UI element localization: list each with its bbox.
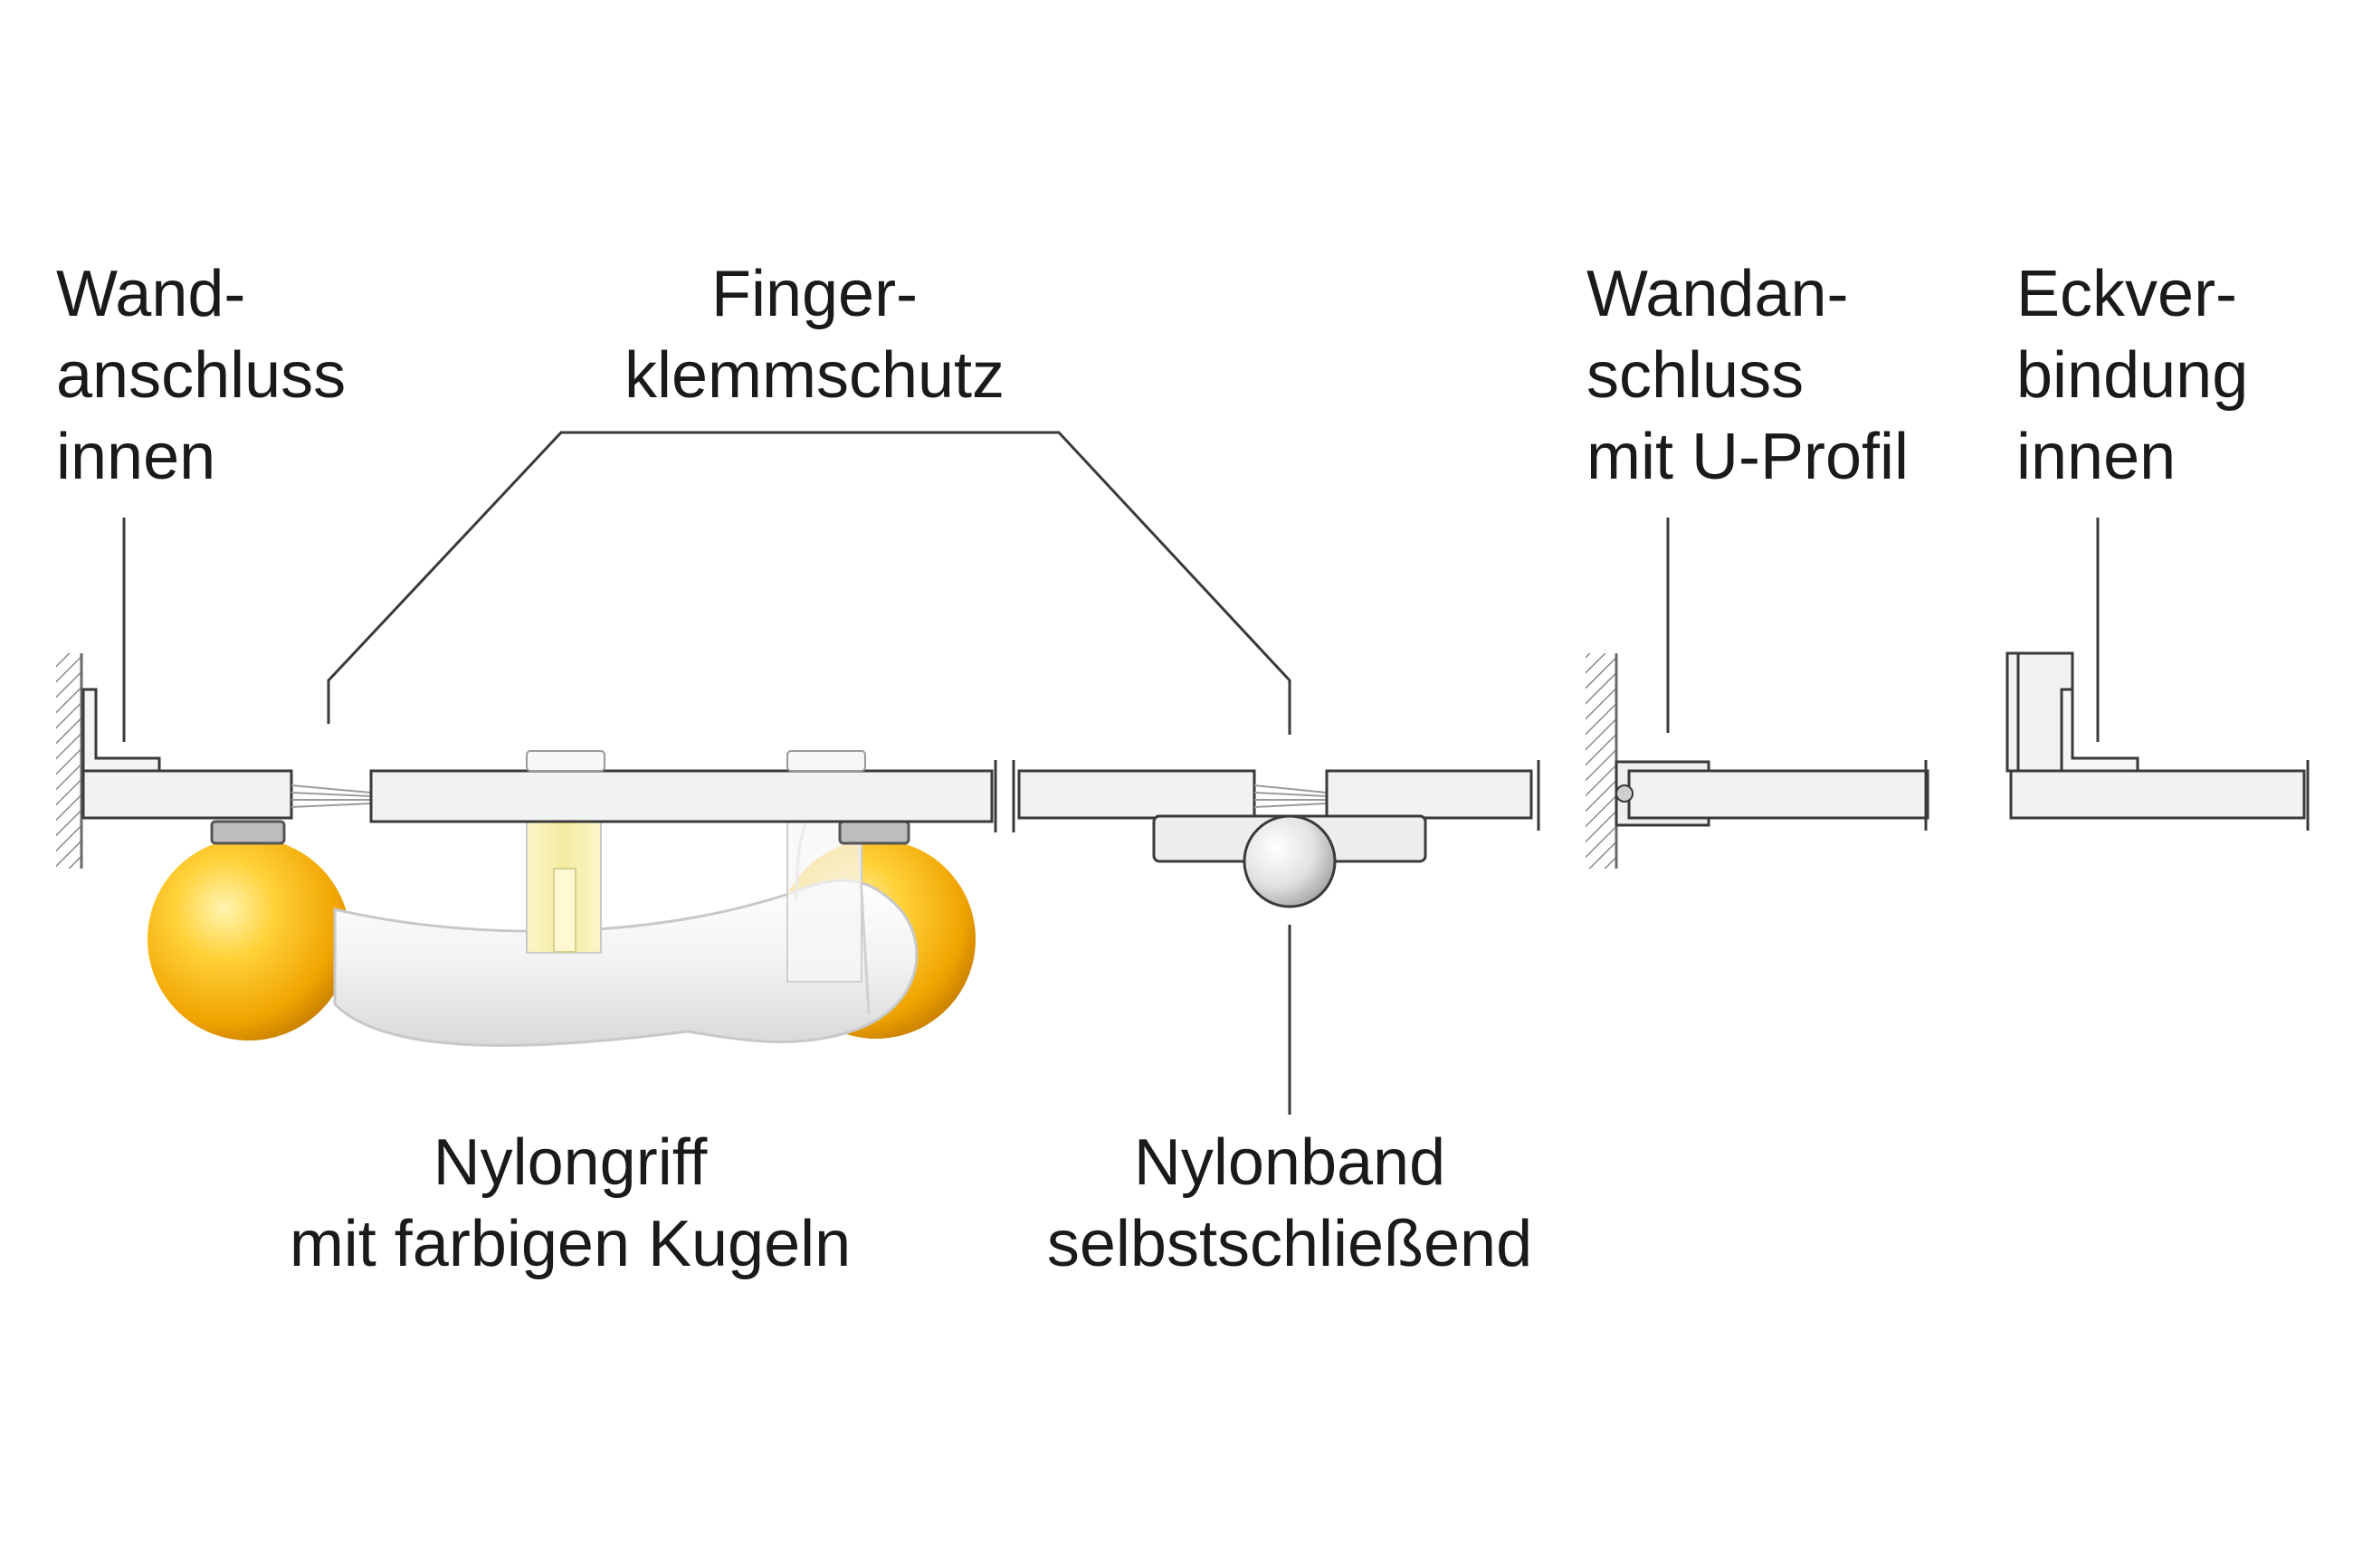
label-corner-inner-line-1: Eckver-: [2016, 258, 2238, 330]
nylon-handle-assembly: [148, 785, 976, 1047]
left-wall: [56, 653, 83, 869]
label-corner-inner-line-2: bindung: [2016, 339, 2249, 412]
label-wall-u-profile: Wandan- schluss mit U-Profil: [1586, 253, 1909, 498]
wall-u-profile-detail: [1586, 653, 1929, 869]
label-nylon-handle: Nylongriff mit farbigen Kugeln: [208, 1122, 932, 1285]
label-nylon-hinge-line-2: selbstschließend: [1046, 1208, 1533, 1280]
nylon-handle: [333, 879, 919, 1047]
label-nylon-handle-line-1: Nylongriff: [433, 1126, 708, 1199]
finger-guard-left: [291, 784, 372, 808]
panel-4: [1325, 769, 1533, 820]
panel-2: [369, 769, 994, 823]
label-wall-inner: Wand- anschluss innen: [56, 253, 346, 498]
label-wall-u-profile-line-3: mit U-Profil: [1586, 421, 1909, 493]
finger-guard-right: [1253, 784, 1328, 808]
label-corner-inner-line-3: innen: [2016, 421, 2177, 493]
label-wall-inner-line-1: Wand-: [56, 258, 246, 330]
label-wall-inner-line-2: anschluss: [56, 339, 347, 412]
label-corner-inner: Eckver- bindung innen: [2016, 253, 2248, 498]
leader-lines: [122, 431, 2100, 1115]
label-finger-guard: Finger- klemmschutz: [579, 253, 1050, 416]
label-nylon-handle-line-2: mit farbigen Kugeln: [289, 1208, 852, 1280]
label-finger-guard-line-1: Finger-: [710, 258, 919, 330]
ball-cap-right: [838, 820, 910, 845]
wall-angle-inner: [81, 688, 161, 773]
label-wall-u-profile-line-2: schluss: [1586, 339, 1805, 412]
screw-head-right: [786, 750, 866, 772]
ball-left: [148, 838, 350, 1041]
nylon-hinge: [1152, 814, 1427, 908]
label-wall-inner-line-3: innen: [56, 421, 216, 493]
label-nylon-hinge: Nylonband selbstschließend: [982, 1122, 1597, 1285]
ball-cap-left: [210, 820, 286, 845]
panel-3: [1017, 769, 1256, 820]
hinge-ball: [1243, 814, 1337, 908]
label-nylon-hinge-line-1: Nylonband: [1133, 1126, 1446, 1199]
panels: [81, 750, 1540, 832]
corner-inner-detail: [2005, 651, 2310, 831]
label-finger-guard-line-2: klemmschutz: [624, 339, 1005, 412]
label-wall-u-profile-line-1: Wandan-: [1586, 258, 1849, 330]
panel-1: [81, 769, 293, 820]
leader-finger-guard: [327, 431, 1291, 735]
screw-head-left: [526, 750, 605, 772]
